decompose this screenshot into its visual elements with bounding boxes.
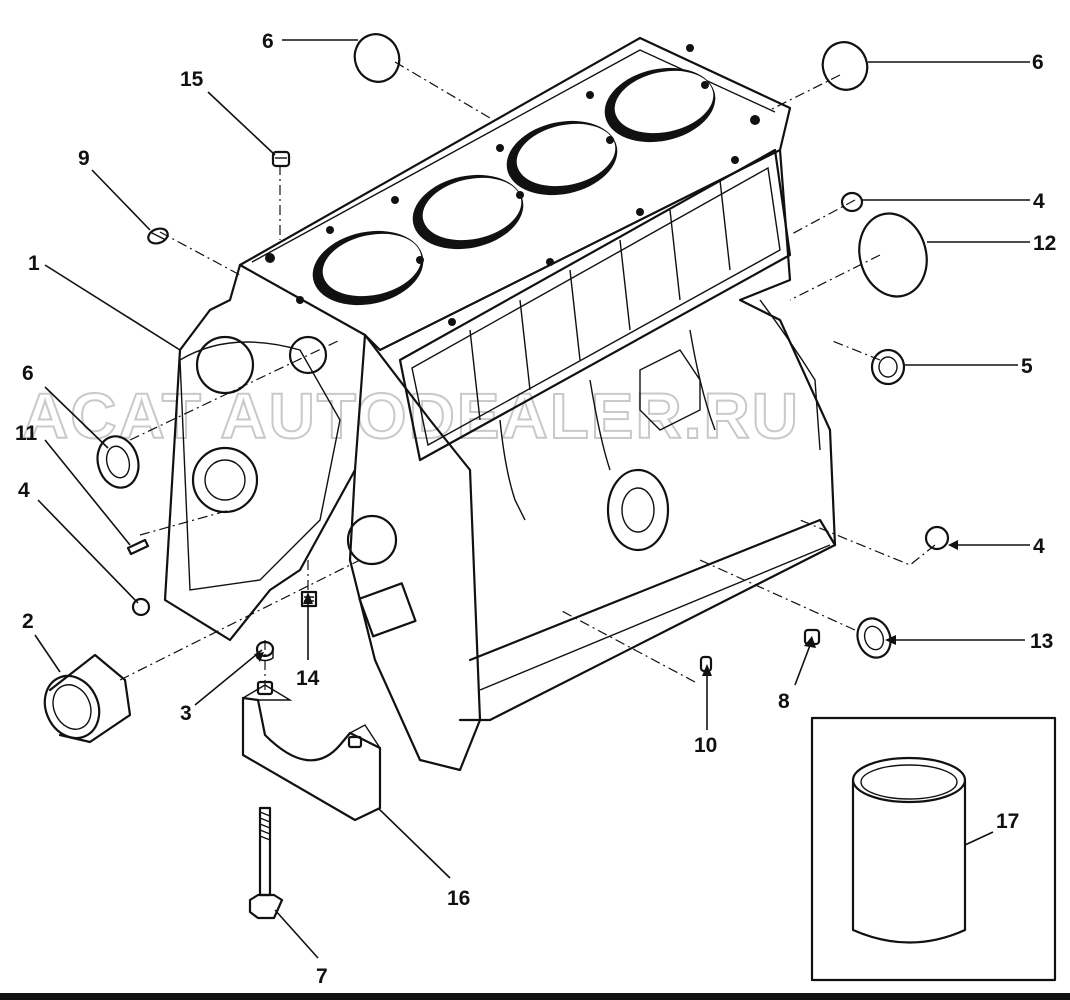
callout-labels: 6 6 15 9 1 4 12 5 6 11 4 4 13 2 3 14 8 1… — [15, 30, 1056, 988]
bottom-border — [0, 993, 1070, 1000]
watermark-text: ACAT AUTODEALER.RU — [22, 380, 800, 452]
callout-13: 13 — [1030, 630, 1053, 653]
callout-6-top-left: 6 — [262, 30, 274, 53]
assembly-centerlines — [119, 61, 936, 690]
callout-3: 3 — [180, 702, 192, 725]
callout-12: 12 — [1033, 232, 1056, 255]
cylinder-block — [163, 36, 837, 772]
plug-15 — [271, 150, 291, 168]
seal-5 — [870, 348, 906, 386]
leader-arrowheads — [254, 540, 958, 676]
callout-6-top-right: 6 — [1032, 51, 1044, 74]
deck-bolt-holes — [265, 44, 760, 326]
expansion-plug-top-left — [353, 33, 401, 83]
expansion-plug-top-right — [821, 41, 869, 91]
seal-13 — [856, 617, 892, 659]
plug-4-top — [840, 191, 864, 213]
leader-lines — [34, 39, 1030, 959]
callout-16: 16 — [447, 887, 470, 910]
dowel-pin-11 — [126, 538, 150, 556]
callout-11: 11 — [15, 422, 38, 445]
seal-6-left — [96, 435, 140, 489]
callout-6-left: 6 — [22, 362, 34, 385]
callout-4-right: 4 — [1033, 535, 1045, 558]
cylinder-liner-17 — [851, 756, 967, 944]
callout-9: 9 — [78, 147, 90, 170]
plug-4-left — [131, 597, 151, 617]
callout-5: 5 — [1021, 355, 1033, 378]
cover-plate-12 — [858, 212, 928, 298]
callout-4-top: 4 — [1033, 190, 1045, 213]
callout-2: 2 — [22, 610, 34, 633]
callout-15: 15 — [180, 68, 204, 91]
plug-4-right — [924, 525, 950, 551]
callout-7: 7 — [316, 965, 328, 988]
callout-10: 10 — [694, 734, 717, 757]
callout-4-left: 4 — [18, 479, 30, 502]
callout-8: 8 — [778, 690, 790, 713]
fitting-9 — [147, 227, 169, 245]
callout-17: 17 — [996, 810, 1019, 833]
inset-box — [810, 716, 1057, 982]
callout-14: 14 — [296, 667, 320, 690]
bushing-2 — [43, 653, 132, 744]
cylinder-bores — [312, 67, 716, 306]
main-bearing-cap-16 — [241, 680, 382, 822]
main-bearing-bolt-7 — [248, 806, 284, 920]
callout-1: 1 — [28, 252, 40, 275]
